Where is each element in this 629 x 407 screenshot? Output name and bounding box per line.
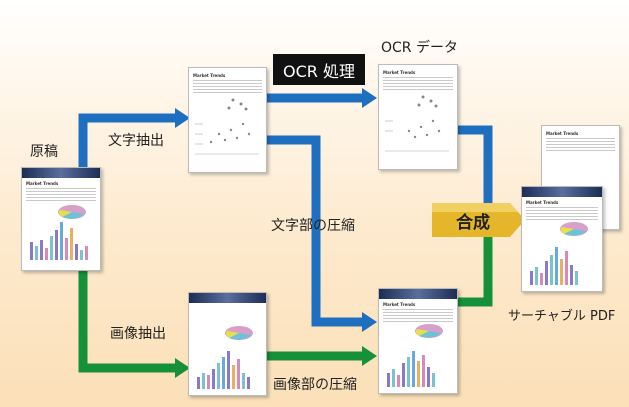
label-text-extract: 文字抽出 <box>108 133 164 149</box>
searchable-pdf-document: Market Trends <box>521 186 603 292</box>
label-original: 原稿 <box>30 144 58 160</box>
original-document: Market Trends <box>21 167 101 271</box>
image-extract-document <box>188 292 267 396</box>
label-ocr-data: OCR データ <box>381 40 458 56</box>
arrow-image-to-merge <box>456 234 493 307</box>
doc-title: Market Trends <box>526 200 559 205</box>
doc-title: Market Trends <box>26 181 59 186</box>
label-image-extract: 画像抽出 <box>110 326 166 342</box>
arrow-head-ocr <box>362 88 377 108</box>
text-extract-document: Market Trends <box>188 67 267 173</box>
arrow-original-to-text <box>78 113 175 188</box>
doc-title: Market Trends <box>193 73 226 78</box>
ocr-data-document: Market Trends <box>378 64 458 170</box>
compressed-document: Market Trends <box>378 288 458 394</box>
doc-title: Market Trends <box>383 70 416 75</box>
label-text-compress: 文字部の圧縮 <box>271 218 355 234</box>
arrow-head-text-compress <box>362 312 377 332</box>
arrow-original-to-image <box>78 268 175 373</box>
arrow-head-text-extract <box>175 108 190 128</box>
label-image-compress: 画像部の圧縮 <box>273 377 357 393</box>
merge-label-box: 合成 <box>432 203 525 237</box>
label-searchable-pdf: サーチャブル PDF <box>508 309 616 324</box>
arrow-head-image-compress <box>362 346 377 366</box>
ocr-process-box: OCR 処理 <box>273 54 365 85</box>
label-merge: 合成 <box>456 212 490 233</box>
arrow-text-compress <box>265 135 362 327</box>
arrow-head-image-extract <box>175 358 190 378</box>
arrow-ocr-to-merge <box>456 125 493 208</box>
doc-title: Market Trends <box>383 302 416 307</box>
doc-title: Market Trends <box>546 131 579 136</box>
